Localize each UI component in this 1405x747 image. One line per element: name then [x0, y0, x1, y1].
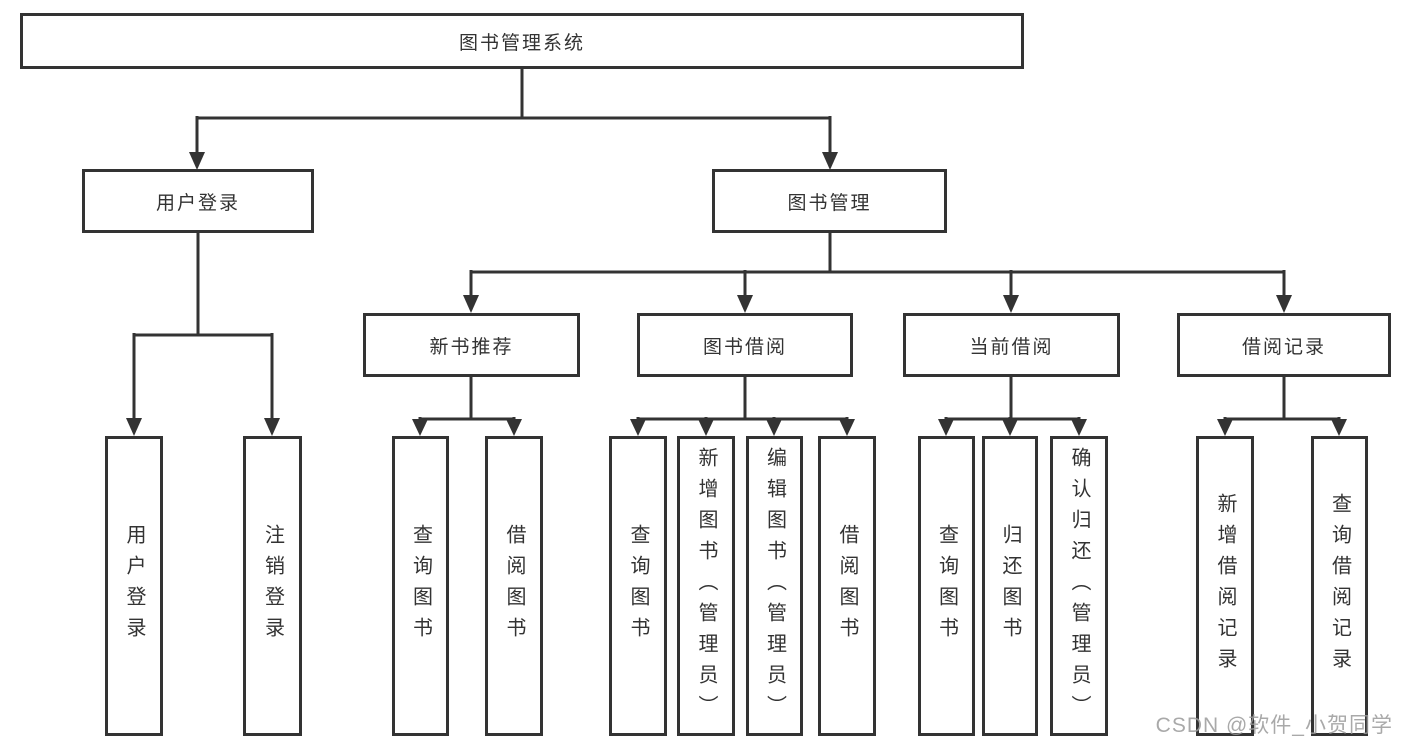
node-new-book-recommend: 新书推荐 — [363, 313, 580, 377]
arrowhead — [630, 419, 646, 436]
node-label: 归还图书 — [999, 524, 1021, 648]
node-current-confirm-return-admin: 确认归还（管理员） — [1050, 436, 1108, 736]
arrowhead — [1331, 419, 1347, 436]
node-current-query-books: 查询图书 — [918, 436, 975, 736]
node-label: 用户登录 — [123, 524, 145, 648]
edge-root-to-level2 — [189, 69, 838, 170]
node-user-login-group: 用户登录 — [82, 169, 314, 233]
node-label: 查询图书 — [627, 524, 649, 648]
node-label: 图书管理系统 — [458, 32, 585, 54]
node-label: 编辑图书（管理员） — [763, 446, 786, 726]
arrowhead — [412, 419, 428, 436]
arrowhead — [938, 419, 954, 436]
node-borrow-query-books: 查询图书 — [609, 436, 667, 736]
edge-book-management-children — [463, 233, 1292, 313]
arrowhead — [822, 152, 838, 170]
arrowhead — [264, 418, 280, 436]
node-label: 图书借阅 — [702, 336, 787, 358]
node-label: 借阅图书 — [503, 524, 525, 648]
arrowhead — [1217, 419, 1233, 436]
node-library-management-system: 图书管理系统 — [20, 13, 1024, 69]
arrowhead — [698, 419, 714, 436]
node-label: 查询图书 — [935, 524, 958, 648]
node-label: 借阅图书 — [836, 524, 858, 648]
arrowhead — [1003, 295, 1019, 313]
edge-borrow-records-children — [1217, 377, 1347, 436]
edge-user-login-children — [126, 233, 280, 436]
arrowhead — [189, 152, 205, 170]
node-label: 新书推荐 — [429, 336, 514, 358]
arrowhead — [1276, 295, 1292, 313]
arrowhead — [463, 295, 479, 313]
node-label: 新增借阅记录 — [1214, 493, 1236, 679]
node-borrow-borrow-books: 借阅图书 — [818, 436, 876, 736]
node-current-return-books: 归还图书 — [982, 436, 1038, 736]
node-records-query-record: 查询借阅记录 — [1311, 436, 1368, 736]
node-borrow-edit-books-admin: 编辑图书（管理员） — [746, 436, 803, 736]
node-borrowing-records: 借阅记录 — [1177, 313, 1391, 377]
edge-book-borrow-children — [630, 377, 855, 436]
node-label: 用户登录 — [155, 192, 240, 214]
node-user-login: 用户登录 — [105, 436, 163, 736]
edge-current-borrow-children — [938, 377, 1087, 436]
node-records-add-record: 新增借阅记录 — [1196, 436, 1254, 736]
node-borrow-add-books-admin: 新增图书（管理员） — [677, 436, 735, 736]
node-label: 借阅记录 — [1241, 336, 1326, 358]
node-label: 查询图书 — [409, 524, 432, 648]
node-current-borrowing: 当前借阅 — [903, 313, 1120, 377]
arrowhead — [506, 419, 522, 436]
arrowhead — [1002, 419, 1018, 436]
node-book-borrowing: 图书借阅 — [637, 313, 853, 377]
arrowhead — [1071, 419, 1087, 436]
node-label: 注销登录 — [261, 524, 284, 648]
node-book-management: 图书管理 — [712, 169, 947, 233]
node-label: 新增图书（管理员） — [695, 446, 717, 726]
arrowhead — [126, 418, 142, 436]
node-label: 确认归还（管理员） — [1068, 446, 1090, 726]
node-label: 图书管理 — [787, 192, 872, 214]
arrowhead — [839, 419, 855, 436]
node-recommend-borrow-books: 借阅图书 — [485, 436, 543, 736]
node-recommend-query-books: 查询图书 — [392, 436, 449, 736]
edge-new-book-children — [412, 377, 522, 436]
arrowhead — [766, 419, 782, 436]
node-label: 当前借阅 — [969, 336, 1054, 358]
node-label: 查询借阅记录 — [1328, 493, 1351, 679]
arrowhead — [737, 295, 753, 313]
node-logout: 注销登录 — [243, 436, 302, 736]
csdn-watermark: CSDN @软件_小贺同学 — [1155, 714, 1393, 737]
